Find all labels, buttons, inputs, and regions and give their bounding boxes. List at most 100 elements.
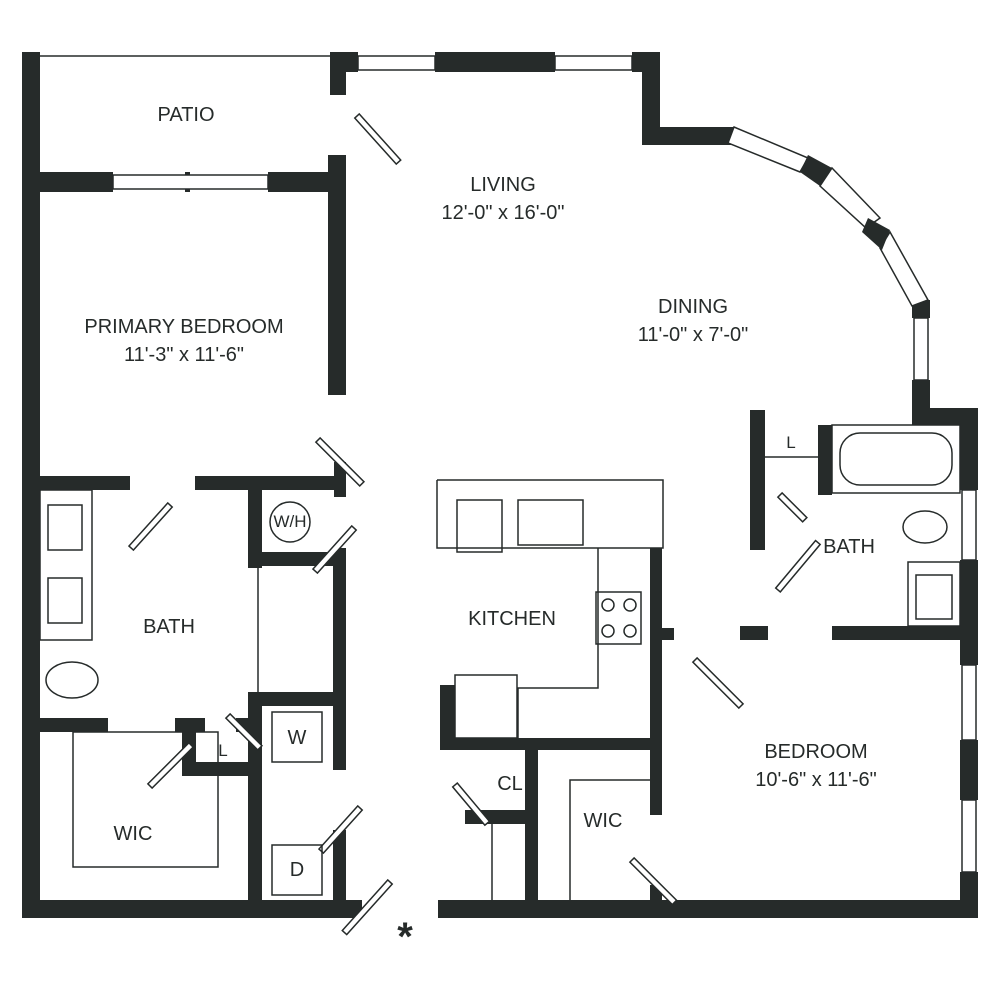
door-swing	[353, 112, 402, 166]
wall	[440, 738, 650, 750]
wall	[662, 628, 674, 640]
wall	[818, 425, 832, 495]
toilet	[45, 661, 99, 699]
room-label-dining: DINING	[658, 296, 728, 318]
dryer	[271, 844, 323, 896]
bathtub-basin	[839, 432, 953, 486]
door-swing	[774, 539, 822, 593]
bay-pier	[862, 218, 890, 250]
doors	[127, 112, 822, 936]
dishwasher	[456, 499, 503, 553]
room-label-kitchen: KITCHEN	[468, 608, 556, 630]
entry-marker: *	[397, 915, 413, 959]
window	[357, 55, 436, 71]
door-swing	[146, 741, 195, 790]
door-swing	[224, 712, 264, 752]
bay-window	[879, 230, 930, 307]
room-size-bedroom: 10'-6" x 11'-6"	[755, 769, 877, 791]
wall	[960, 872, 978, 918]
door-swing	[691, 656, 745, 710]
wall	[912, 408, 978, 425]
windows	[40, 55, 977, 873]
dryer-label: D	[289, 859, 305, 881]
door-swing	[311, 524, 358, 575]
door-swing	[628, 856, 678, 906]
toilet-2	[902, 510, 948, 544]
wall	[750, 410, 765, 550]
room-label-primary-bedroom: PRIMARY BEDROOM	[84, 316, 284, 338]
room-label-wic-primary: WIC	[113, 823, 153, 845]
vanity-2	[907, 561, 961, 627]
wall	[248, 692, 345, 706]
bay-pier	[800, 155, 832, 186]
wall	[330, 52, 346, 95]
wall	[435, 52, 555, 72]
window	[961, 799, 977, 873]
wall	[960, 408, 978, 490]
wall	[182, 762, 248, 776]
bay-window	[819, 166, 882, 229]
linen-closet-label-2: L	[786, 433, 796, 452]
room-label-living: LIVING	[470, 174, 536, 196]
wall	[440, 685, 455, 750]
burner	[601, 624, 615, 638]
window	[961, 664, 977, 741]
room-size-dining: 11'-0" x 7'-0"	[637, 324, 749, 346]
wic-shelf	[72, 731, 219, 868]
washer	[271, 711, 323, 763]
wall	[960, 740, 978, 800]
room-label-bedroom: BEDROOM	[764, 741, 868, 763]
sink-2	[915, 574, 953, 620]
fixtures-drawing	[39, 424, 961, 900]
room-label-primary-bath: BATH	[143, 616, 195, 638]
wall	[642, 127, 734, 145]
door-swing	[127, 501, 174, 552]
window	[112, 174, 269, 190]
door-swing	[451, 782, 491, 827]
wall	[22, 900, 362, 918]
door-swing	[314, 436, 366, 488]
door-swing	[317, 804, 364, 855]
room-size-living: 12'-0" x 16'-0"	[441, 202, 565, 224]
kitchen-counter	[436, 479, 664, 738]
wall	[195, 476, 345, 490]
burner	[601, 598, 615, 612]
wall	[642, 52, 660, 145]
door-swing	[341, 878, 394, 936]
bay-window	[727, 126, 810, 173]
door-swing	[776, 491, 808, 523]
washer-label: W	[287, 727, 307, 749]
range	[595, 591, 642, 645]
room-size-primary-bedroom: 11'-3" x 11'-6"	[123, 344, 245, 366]
walls	[22, 52, 978, 918]
sink	[47, 504, 83, 551]
room-label-bath: BATH	[823, 536, 875, 558]
wall	[960, 560, 978, 665]
room-label-patio: PATIO	[157, 104, 215, 126]
window	[913, 317, 929, 381]
wall	[333, 830, 346, 900]
wall	[40, 476, 130, 490]
wall	[328, 155, 346, 395]
wall	[22, 52, 40, 918]
wall	[248, 692, 262, 900]
wall	[268, 172, 346, 192]
room-label-closet: CL	[497, 773, 523, 795]
window	[961, 489, 977, 561]
burner	[623, 624, 637, 638]
wall	[40, 172, 113, 192]
vanity	[39, 489, 93, 641]
room-label-wic-bedroom: WIC	[583, 810, 623, 832]
wall	[438, 900, 978, 918]
wall	[248, 490, 262, 568]
wall	[333, 548, 346, 770]
wall	[650, 548, 662, 815]
linen-closet-label: L	[218, 741, 228, 760]
water-heater-label: W/H	[273, 512, 307, 531]
wall	[525, 738, 538, 900]
window	[554, 55, 633, 71]
bathtub	[831, 424, 961, 494]
water-heater	[269, 501, 311, 543]
